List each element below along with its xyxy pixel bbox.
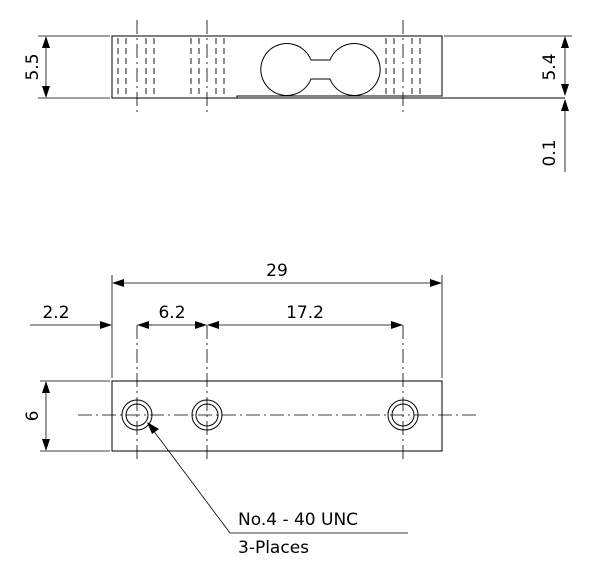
dim-hole-pitch-2-label: 17.2 <box>286 303 324 323</box>
dim-right-height-label: 5.4 <box>540 53 560 80</box>
dim-edge-to-hole-label: 2.2 <box>42 303 69 323</box>
dim-overall-length: 29 <box>112 261 442 287</box>
dim-hole-pitch-1-label: 6.2 <box>158 303 185 323</box>
dim-overall-length-label: 29 <box>266 261 288 281</box>
hole-3 <box>387 399 419 431</box>
dim-side-height: 5.5 <box>23 35 110 99</box>
dim-right-height: 5.4 <box>444 35 572 96</box>
thread-count-label: 3-Places <box>238 538 309 558</box>
thread-leader <box>147 422 408 534</box>
top-view-outline <box>111 380 443 452</box>
hidden-lines <box>117 38 421 96</box>
dim-top-width: 6 <box>23 380 110 452</box>
dumbbell-cutout <box>260 43 381 96</box>
dim-side-height-label: 5.5 <box>23 53 43 80</box>
dim-top-width-label: 6 <box>23 411 43 422</box>
dim-offset: 0.1 <box>540 99 569 172</box>
thread-callout-label: No.4 - 40 UNC <box>238 510 358 530</box>
dim-hole-pitch-1: 6.2 <box>150 303 207 329</box>
side-view: 5.5 5.4 0.1 <box>23 20 572 172</box>
dim-edge-to-hole: 2.2 <box>30 303 152 329</box>
hole-2 <box>191 399 223 431</box>
top-view: 29 2.2 6.2 17.2 <box>23 261 478 558</box>
hole-1 <box>121 399 153 431</box>
side-center-lines <box>136 20 404 112</box>
side-view-outline <box>111 35 443 99</box>
dim-hole-pitch-2: 17.2 <box>207 303 403 329</box>
dim-offset-label: 0.1 <box>540 139 560 166</box>
